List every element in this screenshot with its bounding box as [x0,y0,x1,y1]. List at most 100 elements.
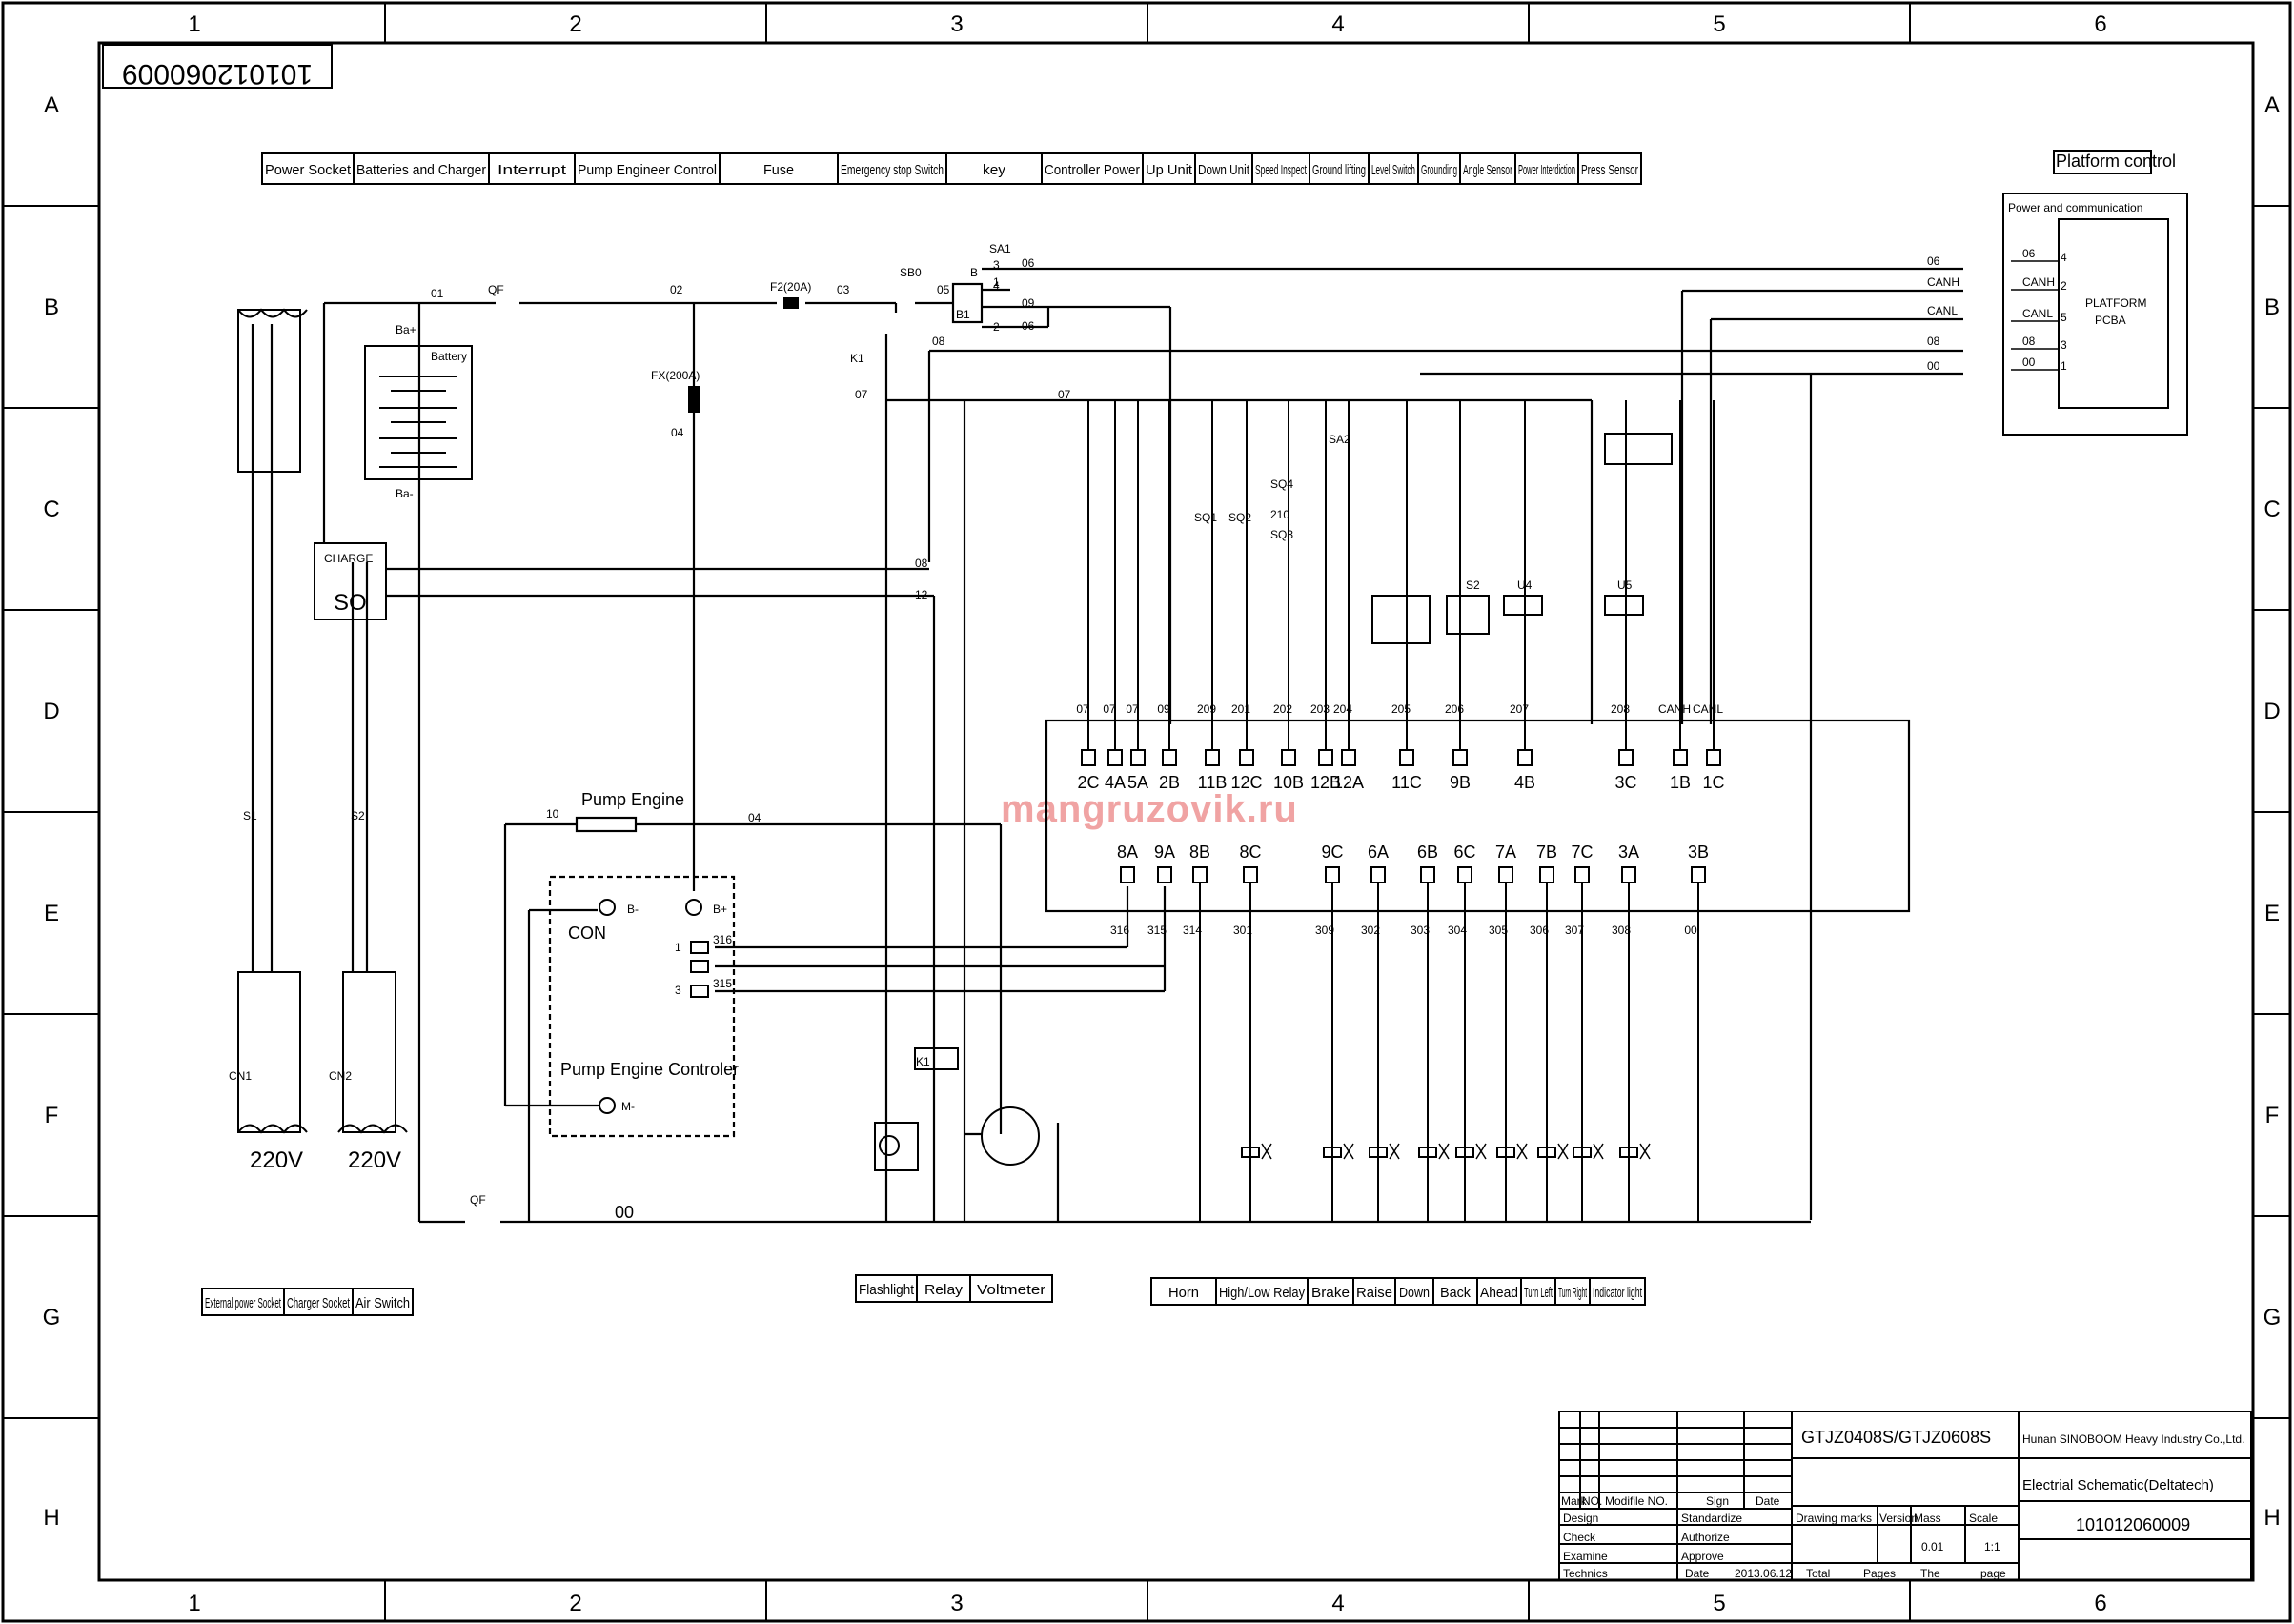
connector-bottom-wire: 302 [1361,924,1380,937]
switch-label: U5 [1617,579,1633,592]
platform-pin-num: 5 [2061,311,2067,324]
platform-control-title-box [2053,150,2152,174]
connector-bottom-wire: 315 [1147,924,1167,937]
valve-coil [1496,1147,1515,1158]
platform-control-sub: Power and communication [2008,201,2142,214]
connector-bottom-wire: 303 [1411,924,1430,937]
platform-pin-net: CANL [2022,307,2053,320]
pump-b-plus-terminal [685,899,702,916]
column-label-bottom: 6 [2094,1591,2106,1616]
header-legend-label: Angle Sensor [1463,162,1512,178]
title-authorize: Authorize [1681,1531,1730,1544]
connector-top-pin-box [1618,749,1634,766]
connector-top-pin: 3C [1614,773,1636,792]
wiring [251,267,1963,1224]
legend-label: High/Low Relay [1219,1285,1305,1301]
title-approve: Approve [1681,1550,1724,1563]
title-modify: Modifile NO. [1605,1494,1668,1508]
fuse-pump-label: FX(200A) [651,369,700,382]
bus-label: 08 [1927,335,1940,348]
fuse-main-symbol [783,297,799,309]
switch-label: SQ2 [1228,511,1251,524]
connector-top-pin-box [1239,749,1254,766]
connector-bottom-pin: 6A [1368,842,1389,862]
power-wire-label: 01 [431,287,444,300]
connector-top-wire: 07 [1103,702,1116,716]
connector-top-pin-box [1706,749,1721,766]
platform-pin-net: 00 [2022,355,2036,369]
header-legend-label: Fuse [763,162,794,178]
legend-label: Raise [1356,1285,1392,1301]
row-label-right: F [2265,1103,2280,1128]
sa1-pin: 2 [993,320,1000,334]
sensor-box [1371,595,1431,644]
connector-top-pin-box [1130,749,1146,766]
header-legend-label: Batteries and Charger [356,162,486,178]
sa1-pin: 3 [993,258,1000,272]
legend-label: Air Switch [355,1295,410,1311]
connector-top-pin-box [1107,749,1123,766]
header-legend-label: key [983,162,1006,178]
sensor-box [1446,595,1490,635]
connector-bottom-pin-box [1325,866,1340,883]
cn2-label: CN2 [329,1069,352,1083]
switch-label: SA2 [1329,433,1350,446]
platform-pcba [2058,218,2169,409]
title-mass: Mass [1914,1512,1941,1525]
title-date: Date [1756,1494,1780,1508]
column-label-top: 1 [188,11,200,37]
connector-bottom-pin: 6C [1453,842,1475,862]
connector-top-wire: 07 [1076,702,1089,716]
cn1-label: CN1 [229,1069,252,1083]
platform-pin-num: 4 [2061,251,2067,264]
connector-bottom-pin: 3A [1618,842,1639,862]
drawing-number-stamp: 101012060009 [122,58,313,90]
pump-pin-1: 1 [675,941,681,954]
bus-label: CANH [1927,275,1959,289]
connector-top-wire: 07 [1126,702,1139,716]
legend-label: Voltmeter [977,1282,1045,1298]
connector-top-pin: 10B [1273,773,1304,792]
connector-top-wire: CANH [1658,702,1691,716]
valve-symbol [1475,1143,1487,1160]
connector-top-pin: 11C [1391,773,1422,792]
connector-bottom-pin-box [1120,866,1135,883]
connector-bottom-wire: 307 [1565,924,1584,937]
sensor-box [1604,433,1673,465]
title-pages: Pages [1863,1567,1896,1580]
platform-pin-net: CANH [2022,275,2055,289]
connector-top-pin: 5A [1127,773,1148,792]
connector-top-pin: 1B [1670,773,1691,792]
header-legend-label: Interrupt [497,162,567,178]
power-wire-label: 12 [915,588,928,601]
connector-bottom-pin-box [1498,866,1513,883]
connector-top-pin: 4B [1514,773,1535,792]
title-technics: Technics [1563,1567,1608,1580]
charger-id: SO [334,590,367,616]
switch-label: S2 [1466,579,1480,592]
legend-label: External power Socket [205,1295,281,1311]
connector-bottom-pin: 8B [1189,842,1210,862]
pump-m-minus-terminal [599,1097,616,1114]
header-legend-label: Emergency stop Switch [841,162,944,178]
valve-coil [1369,1147,1388,1158]
qf-label: QF [488,283,504,296]
row-label-left: C [43,497,59,522]
v2-label: 220V [348,1147,401,1173]
connector-top-wire: 205 [1391,702,1411,716]
connector-bottom-pin: 7A [1495,842,1516,862]
column-label-bottom: 5 [1713,1591,1725,1616]
legend-cell [1589,1277,1646,1306]
connector-bottom-pin: 8A [1117,842,1138,862]
platform-pin-net: 08 [2022,335,2036,348]
title-company: Hunan SINOBOOM Heavy Industry Co.,Ltd. [2022,1432,2244,1446]
header-legend-label: Power Interdiction [1518,162,1575,178]
title-check: Check [1563,1531,1596,1544]
